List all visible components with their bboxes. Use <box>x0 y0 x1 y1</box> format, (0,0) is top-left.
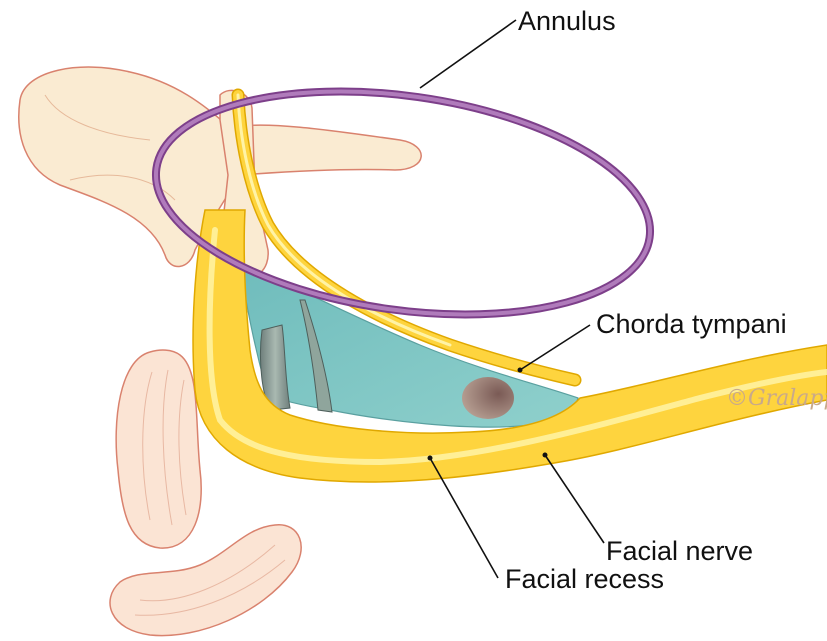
annulus-label: Annulus <box>518 6 616 36</box>
round-window-niche <box>462 377 514 419</box>
chorda-tympani-leader-dot <box>518 368 523 373</box>
bone-fragment-lower <box>110 525 301 636</box>
facial-recess-leader-dot <box>428 456 433 461</box>
chorda-tympani-label: Chorda tympani <box>596 309 787 339</box>
bone-fragment-upper <box>116 350 201 548</box>
facial-nerve-label: Facial nerve <box>606 536 753 566</box>
chorda-tympani-leader <box>520 325 590 370</box>
artist-signature: ©Gralapp <box>726 386 827 411</box>
facial-nerve-leader-dot <box>543 453 548 458</box>
annulus-leader <box>420 20 516 88</box>
facial-recess-label: Facial recess <box>505 564 664 594</box>
facial-nerve-leader <box>545 455 604 543</box>
